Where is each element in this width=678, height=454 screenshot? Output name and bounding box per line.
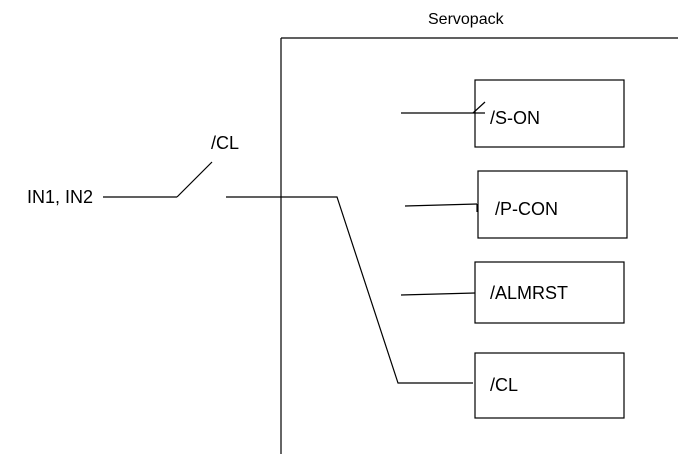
signal-p-con-label: /P-CON	[495, 199, 558, 219]
signal-almrst-label: /ALMRST	[490, 283, 568, 303]
signal-almrst-box	[474, 261, 625, 324]
signal-s-on: /S-ON	[401, 79, 625, 148]
signal-p-con: /P-CON	[404, 170, 628, 239]
signal-p-con-box	[477, 170, 628, 239]
signal-s-on-box	[474, 79, 625, 148]
signal-almrst-wire	[400, 292, 476, 296]
servopack-title: Servopack	[428, 11, 505, 28]
switch-label: /CL	[211, 133, 239, 153]
signal-cl-label: /CL	[490, 375, 518, 395]
switch-contact	[176, 161, 213, 198]
signal-almrst: /ALMRST	[400, 261, 625, 324]
output-wire-to-cl	[226, 196, 473, 384]
signal-cl: /CL	[474, 352, 625, 419]
input-label: IN1, IN2	[27, 187, 93, 207]
servopack-enclosure	[280, 37, 678, 454]
signal-cl-box	[474, 352, 625, 419]
signal-p-con-wire	[404, 203, 478, 207]
signal-s-on-label: /S-ON	[490, 108, 540, 128]
